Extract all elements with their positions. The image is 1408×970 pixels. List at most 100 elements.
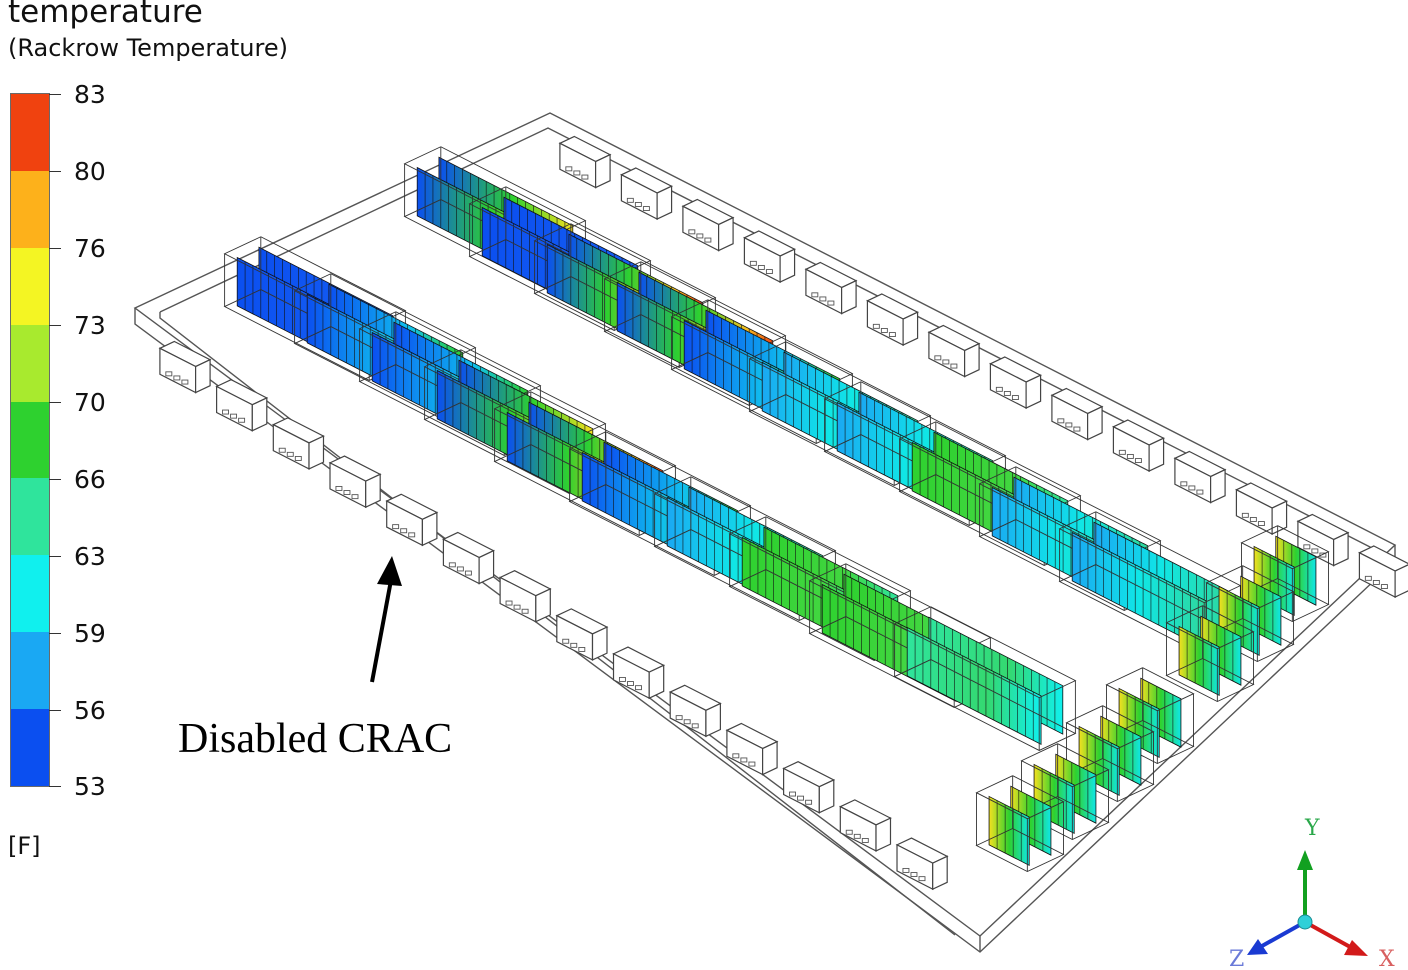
rack-row-small	[975, 775, 1065, 873]
colorbar-tick	[49, 710, 61, 711]
x-axis-arrow	[1304, 920, 1353, 950]
crac-vent	[335, 485, 343, 491]
crac-unit	[1112, 419, 1165, 473]
crac-unit	[725, 722, 779, 776]
crac-vent	[691, 723, 699, 729]
crac-side	[251, 396, 268, 432]
crac-vent	[1118, 449, 1126, 455]
colorbar-label: 66	[74, 465, 106, 494]
crac-unit	[1235, 482, 1288, 536]
crac-vent	[513, 604, 521, 610]
crac-vent	[811, 292, 819, 298]
crac-vent	[880, 327, 888, 333]
crac-vent	[918, 876, 926, 882]
crac-unit	[558, 135, 612, 189]
crac-vent	[942, 359, 950, 365]
crac-vent	[1003, 390, 1011, 396]
crac-vent	[570, 642, 578, 648]
crac-vent	[626, 197, 634, 203]
colorbar-label: 76	[74, 234, 106, 263]
crac-side	[1025, 374, 1042, 409]
crac-unit	[668, 684, 722, 738]
crac-vent	[173, 375, 181, 381]
axis-triad: Y Z X	[1229, 816, 1395, 970]
x-axis-arrowhead	[1344, 940, 1368, 956]
crac-vent	[627, 681, 634, 686]
crac-vent	[704, 237, 712, 243]
crac-vent	[1188, 485, 1196, 491]
crac-side	[1210, 468, 1226, 504]
crac-unit	[895, 837, 949, 891]
crac-unit	[681, 198, 735, 252]
crac-vent	[1319, 552, 1327, 558]
crac-side	[535, 587, 551, 623]
crac-unit	[620, 167, 673, 221]
crac-vent	[749, 260, 757, 266]
crac-side	[478, 549, 495, 585]
crac-vent	[294, 456, 302, 461]
crac-side	[421, 511, 438, 547]
crac-vent	[230, 413, 238, 419]
crac-vent	[696, 233, 704, 239]
crac-side	[902, 311, 919, 346]
colorbar-band	[11, 709, 49, 787]
crac-side	[365, 473, 381, 509]
crac-side	[705, 702, 721, 738]
crac-vent	[392, 524, 400, 530]
z-axis-arrowhead	[1247, 939, 1268, 955]
colorbar-band	[11, 632, 49, 710]
y-axis-arrowhead	[1297, 850, 1313, 870]
colorbar-tick	[49, 248, 61, 249]
x-axis-label: X	[1379, 947, 1395, 970]
crac-side	[841, 279, 857, 315]
colorbar-label: 73	[74, 311, 106, 340]
colorbar-tick	[49, 94, 61, 95]
crac-vent	[1065, 422, 1073, 428]
colorbar-band	[11, 170, 49, 249]
crac-vent	[872, 323, 880, 329]
crac-vent	[902, 867, 910, 873]
crac-vent	[1241, 512, 1249, 518]
legend-title: temperature	[8, 0, 203, 30]
crac-vent	[861, 838, 869, 843]
crac-vent	[1311, 548, 1319, 554]
crac-vent	[845, 829, 853, 835]
colorbar-tick	[49, 171, 61, 172]
rack-row-small	[1065, 705, 1155, 803]
crac-unit	[838, 799, 892, 852]
crac-vent	[789, 791, 796, 797]
crac-vent	[1134, 458, 1142, 464]
crac-side	[648, 664, 665, 700]
crac-side	[195, 358, 211, 394]
crac-side	[818, 778, 835, 814]
crac-vent	[634, 201, 642, 207]
crac-vent	[165, 371, 173, 377]
colorbar-tick	[49, 556, 61, 557]
colorbar-band	[11, 247, 49, 326]
crac-vent	[618, 676, 626, 682]
crac-unit	[498, 570, 552, 623]
crac-vent	[853, 833, 861, 839]
crac-vent	[642, 206, 650, 212]
colorbar	[10, 93, 50, 787]
crac-vent	[1303, 544, 1311, 550]
crac-vent	[1073, 426, 1081, 432]
crac-unit	[989, 356, 1042, 410]
crac-unit	[782, 761, 836, 814]
crac-vent	[765, 269, 773, 275]
crac-unit	[927, 324, 981, 378]
crac-vent	[222, 409, 229, 415]
colorbar-label: 56	[74, 696, 106, 725]
crac-vent	[635, 685, 642, 691]
colorbar-tick	[49, 786, 61, 787]
colorbar-band	[11, 478, 49, 556]
crac-vent	[1057, 418, 1065, 424]
crac-side	[1148, 437, 1165, 472]
crac-unit	[866, 293, 919, 347]
crac-vent	[343, 490, 351, 495]
crac-vent	[910, 872, 918, 877]
rack-row-small	[1020, 743, 1110, 841]
crac-vent	[934, 355, 942, 361]
crac-vent	[464, 570, 472, 576]
